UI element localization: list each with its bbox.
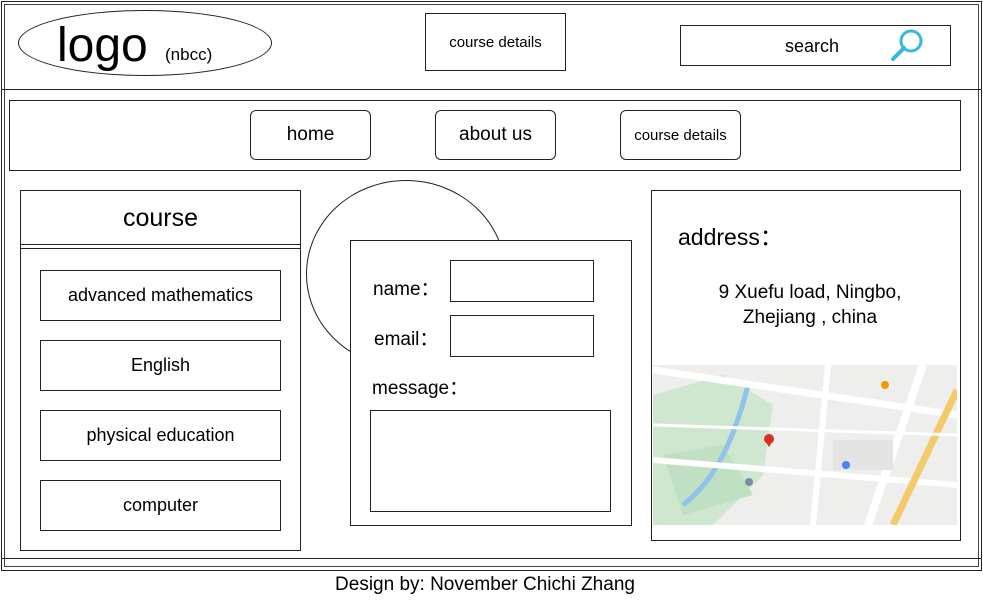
nav-item-about-us[interactable]: about us — [435, 110, 556, 160]
nav-item-label: course details — [634, 126, 727, 144]
page-frame — [1, 1, 982, 571]
email-label: email： — [374, 329, 439, 350]
email-field[interactable] — [450, 315, 594, 357]
nav-item-course-details[interactable]: course details — [620, 110, 741, 160]
course-item-label: physical education — [86, 425, 235, 445]
course-item-advanced-mathematics[interactable]: advanced mathematics — [40, 270, 281, 321]
address-line-1: 9 Xuefu load, Ningbo, — [718, 282, 902, 303]
page-frame-inner — [4, 4, 979, 567]
course-item-physical-education[interactable]: physical education — [40, 410, 281, 461]
course-item-label: computer — [122, 495, 199, 515]
logo-subtext: (nbcc) — [165, 45, 213, 64]
message-label: message： — [372, 378, 469, 399]
name-field[interactable] — [450, 260, 594, 302]
course-title-text: course — [122, 203, 199, 232]
address-text: 9 Xuefu load, Ningbo, Zhejiang , china — [660, 280, 960, 330]
course-item-label: advanced mathematics — [67, 285, 254, 305]
nav-item-home[interactable]: home — [250, 110, 371, 160]
address-title: address： — [678, 224, 783, 250]
course-title: course — [20, 192, 301, 244]
footer: Design by: November Chichi Zhang — [0, 572, 970, 598]
name-label: name： — [373, 279, 440, 300]
nav-item-label: home — [286, 124, 335, 145]
header-divider — [2, 89, 981, 90]
search-box[interactable]: search — [680, 25, 951, 66]
course-title-divider — [20, 244, 301, 249]
address-line-2: Zhejiang , china — [742, 307, 878, 328]
bottom-divider — [2, 558, 981, 559]
header-course-details-label: course details — [449, 33, 542, 51]
search-label: search — [785, 36, 840, 56]
message-field[interactable] — [370, 410, 611, 512]
header-course-details-button[interactable]: course details — [425, 13, 566, 71]
logo-text: logo — [57, 19, 148, 72]
footer-credit: Design by: November Chichi Zhang — [335, 574, 635, 595]
map[interactable] — [653, 365, 957, 525]
course-item-computer[interactable]: computer — [40, 480, 281, 531]
logo[interactable]: logo (nbcc) — [18, 10, 272, 76]
course-item-english[interactable]: English — [40, 340, 281, 391]
course-item-label: English — [130, 355, 191, 375]
magnifier-icon[interactable] — [887, 27, 927, 63]
nav-item-label: about us — [459, 124, 532, 145]
